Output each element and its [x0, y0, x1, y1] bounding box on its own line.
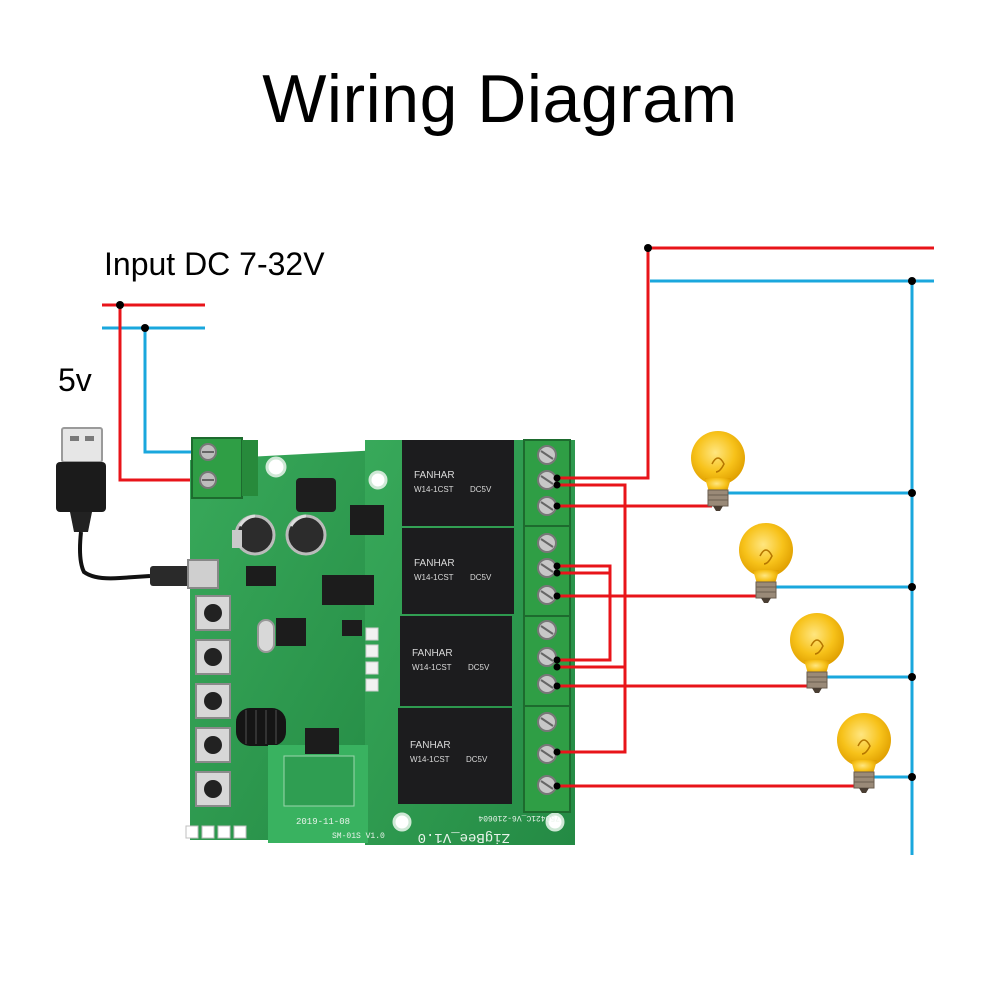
integrated-circuits: [232, 505, 384, 653]
relay-2-brand: FANHAR: [414, 558, 455, 569]
bottom-pads: [185, 825, 247, 839]
micro-usb-plug: [150, 566, 190, 586]
usb-cord: [78, 531, 151, 581]
diagram-title: Wiring Diagram: [262, 61, 738, 137]
mains-wiring: [553, 244, 934, 855]
capacitors: [234, 514, 327, 556]
input-dc-wires: [102, 301, 205, 482]
relay-1: FANHAR W14-1CST DC5V: [402, 440, 514, 526]
relay-2: FANHAR W14-1CST DC5V: [402, 528, 514, 614]
input-neutral-junction: [141, 324, 149, 332]
micro-usb-port: [187, 559, 219, 589]
usb-cable: [56, 427, 190, 586]
lamp-2-bulb-icon: [739, 523, 793, 603]
power-terminal-block: [191, 437, 258, 499]
module-date-label: 2019-11-08: [296, 817, 350, 827]
relay-3-voltage: DC5V: [468, 663, 490, 672]
module-model-label: SM-01S V1.0: [332, 832, 385, 841]
relay-1-model: W14-1CST: [414, 485, 454, 494]
input-voltage-label: Input DC 7-32V: [104, 246, 325, 282]
common-bridge-outer: [557, 483, 627, 754]
inductor: [296, 478, 336, 512]
usb-plug-metal: [61, 427, 103, 463]
relay-4: FANHAR W14-1CST DC5V: [398, 708, 512, 804]
zigbee-module: 2019-11-08 SM-01S V1.0: [268, 728, 385, 843]
relay-3: FANHAR W14-1CST DC5V: [400, 616, 512, 706]
pin-header: [365, 627, 379, 692]
relay-4-model: W14-1CST: [410, 755, 450, 764]
common-bridge-inner: [557, 564, 612, 662]
relay-stack: FANHAR W14-1CST DC5V FANHAR W14-1CST DC5…: [398, 440, 514, 804]
live-junction: [644, 244, 652, 252]
output-terminal-blocks: [523, 439, 571, 813]
relay-2-model: W14-1CST: [414, 573, 454, 582]
lamp-3-bulb-icon: [790, 613, 844, 693]
input-live-junction: [116, 301, 124, 309]
input-live-drop: [118, 305, 205, 482]
relay-2-voltage: DC5V: [470, 573, 492, 582]
relay-4-voltage: DC5V: [466, 755, 488, 764]
relay-1-voltage: DC5V: [470, 485, 492, 494]
controller-board: 2019-11-08 SM-01S V1.0 FANHAR W14-1CST D…: [185, 437, 575, 845]
antenna-coil: [236, 708, 286, 746]
live-feed: [557, 248, 650, 480]
lamp-1-bulb-icon: [691, 431, 745, 511]
relay-1-brand: FANHAR: [414, 470, 455, 481]
usb-plug-body: [56, 462, 106, 512]
board-name-label: ZigBee_V1.0: [418, 829, 510, 845]
tact-buttons: [195, 595, 231, 807]
relay-3-model: W14-1CST: [412, 663, 452, 672]
board-code-label: 750421C_V6-210604: [478, 813, 560, 822]
relay-3-brand: FANHAR: [412, 648, 453, 659]
lamp-4-bulb-icon: [837, 713, 891, 793]
relay-4-brand: FANHAR: [410, 740, 451, 751]
input-neutral-drop: [143, 328, 205, 454]
usb-power-label: 5v: [58, 362, 92, 398]
